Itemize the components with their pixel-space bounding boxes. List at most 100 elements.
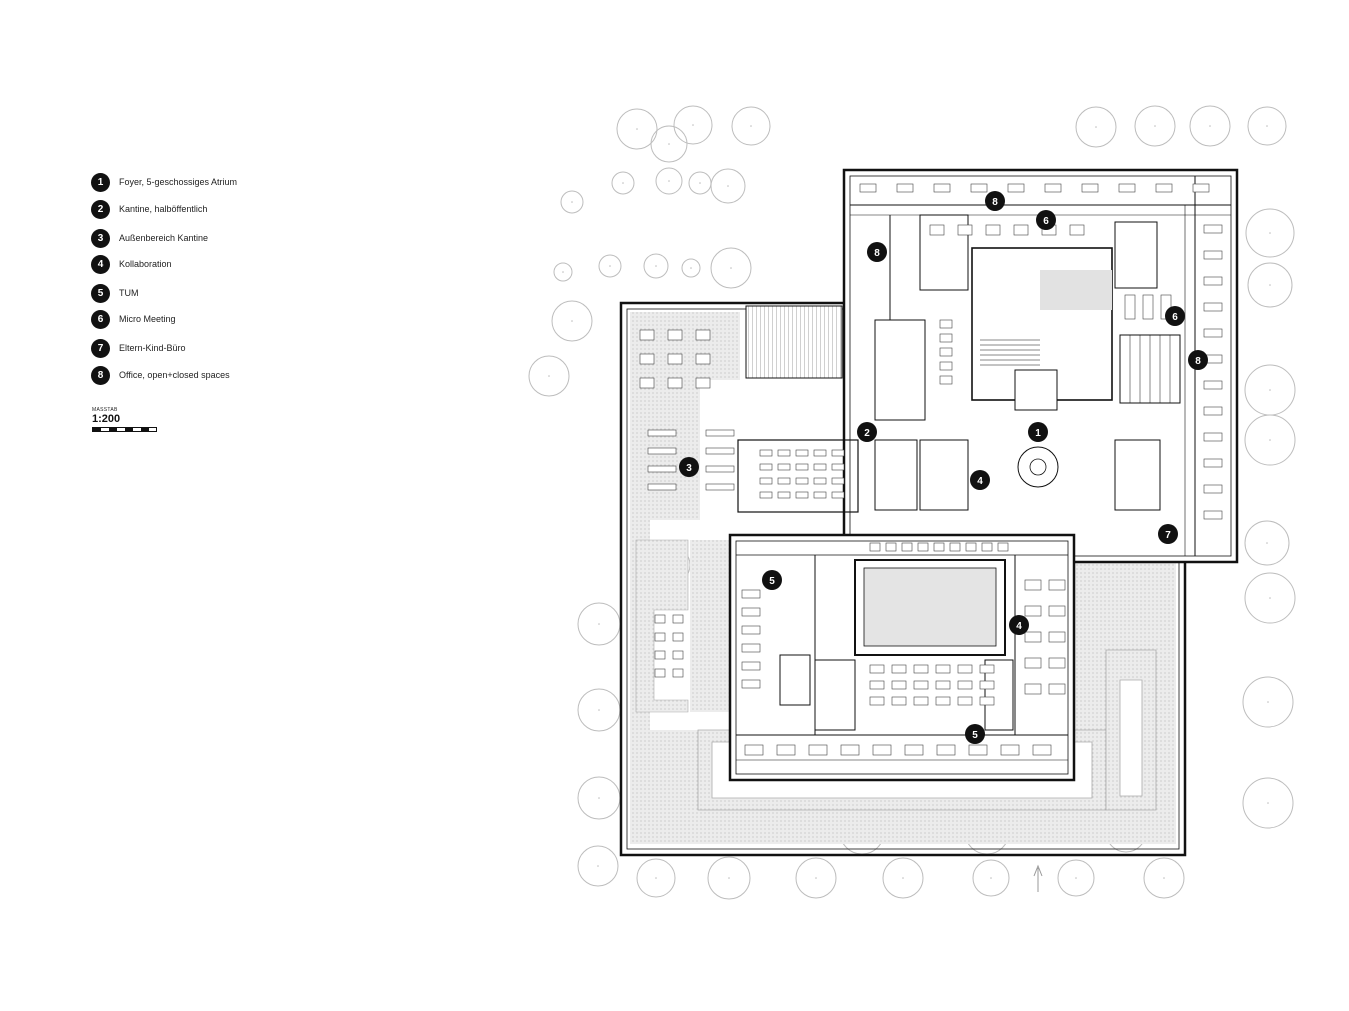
table (672, 668, 684, 678)
table (741, 661, 761, 671)
table (1007, 183, 1025, 193)
tree-center (636, 128, 638, 130)
table (891, 664, 907, 674)
table (777, 477, 791, 485)
plan-markers: 1 2 3 4 4 5 5 6 6 7 8 8 8 (679, 191, 1208, 744)
tree (560, 190, 584, 214)
tree (636, 858, 676, 898)
tree-center (655, 265, 657, 267)
table (654, 632, 666, 642)
table (1013, 224, 1029, 236)
legend-item-3: 3 Außenbereich Kantine (91, 228, 208, 248)
svg-text:8: 8 (1195, 356, 1201, 367)
svg-text:4: 4 (1016, 621, 1022, 632)
legend-item-5: 5 TUM (91, 283, 139, 303)
tree-center (750, 125, 752, 127)
table (957, 680, 973, 690)
tree (710, 247, 752, 289)
table (647, 465, 677, 473)
table (913, 696, 929, 706)
tree-center (1269, 597, 1271, 599)
tree-center (622, 182, 624, 184)
marker-8b: 8 (867, 242, 887, 262)
svg-text:7: 7 (1165, 530, 1171, 541)
legend-label: Office, open+closed spaces (119, 370, 230, 380)
legend-label: Kollaboration (119, 259, 172, 269)
table (667, 329, 683, 341)
tree (551, 300, 593, 342)
table (885, 542, 897, 552)
table (957, 664, 973, 674)
marker-6a: 6 (1036, 210, 1056, 230)
tree-center (598, 709, 600, 711)
table (957, 224, 973, 236)
table (813, 491, 827, 499)
tree (1244, 572, 1296, 624)
tree (598, 254, 622, 278)
table (808, 744, 828, 756)
table (777, 463, 791, 471)
tree-center (548, 375, 550, 377)
table (869, 664, 885, 674)
legend-item-1: 1 Foyer, 5-geschossiges Atrium (91, 172, 237, 192)
tree (1143, 857, 1185, 899)
tree-center (1267, 802, 1269, 804)
tree (577, 845, 619, 887)
svg-text:8: 8 (874, 248, 880, 259)
table (1048, 605, 1066, 617)
table (759, 477, 773, 485)
svg-text:2: 2 (864, 428, 870, 439)
table (1203, 224, 1223, 234)
legend-label: Eltern-Kind-Büro (119, 343, 186, 353)
table (667, 353, 683, 365)
legend-badge: 5 (91, 283, 110, 303)
table (1024, 657, 1042, 669)
table (647, 429, 677, 437)
furniture-layer (639, 183, 1223, 756)
table (759, 449, 773, 457)
scale-indicator: MASSTAB 1:200 (92, 407, 157, 432)
table (1024, 605, 1042, 617)
marker-6b: 6 (1165, 306, 1185, 326)
svg-text:5: 5 (972, 730, 978, 741)
marker-4a: 4 (970, 470, 990, 490)
marker-5a: 5 (762, 570, 782, 590)
table (1024, 631, 1042, 643)
table (1000, 744, 1020, 756)
table (917, 542, 929, 552)
legend-badge: 6 (91, 309, 110, 329)
table (1155, 183, 1173, 193)
tree (710, 168, 746, 204)
table (939, 347, 953, 357)
table (1203, 406, 1223, 416)
table (744, 744, 764, 756)
table (831, 477, 845, 485)
legend-label: Foyer, 5-geschossiges Atrium (119, 177, 238, 187)
table (654, 668, 666, 678)
legend-badge: 8 (91, 365, 110, 385)
tree-center (598, 797, 600, 799)
table (831, 463, 845, 471)
svg-text:6: 6 (1172, 312, 1178, 323)
table (1203, 250, 1223, 260)
tree (616, 108, 658, 150)
table (840, 744, 860, 756)
tree-center (571, 201, 573, 203)
table (891, 696, 907, 706)
tree (643, 253, 669, 279)
table (672, 632, 684, 642)
table (831, 491, 845, 499)
canteen-annex (737, 439, 859, 513)
legend-badge: 2 (91, 199, 110, 219)
tree-center (1269, 439, 1271, 441)
tree-center (597, 865, 599, 867)
table (654, 650, 666, 660)
tree (1242, 676, 1294, 728)
table (869, 542, 881, 552)
table (929, 224, 945, 236)
table (667, 377, 683, 389)
table (777, 449, 791, 457)
tree-center (730, 267, 732, 269)
table (759, 463, 773, 471)
legend-label: Micro Meeting (119, 314, 176, 324)
